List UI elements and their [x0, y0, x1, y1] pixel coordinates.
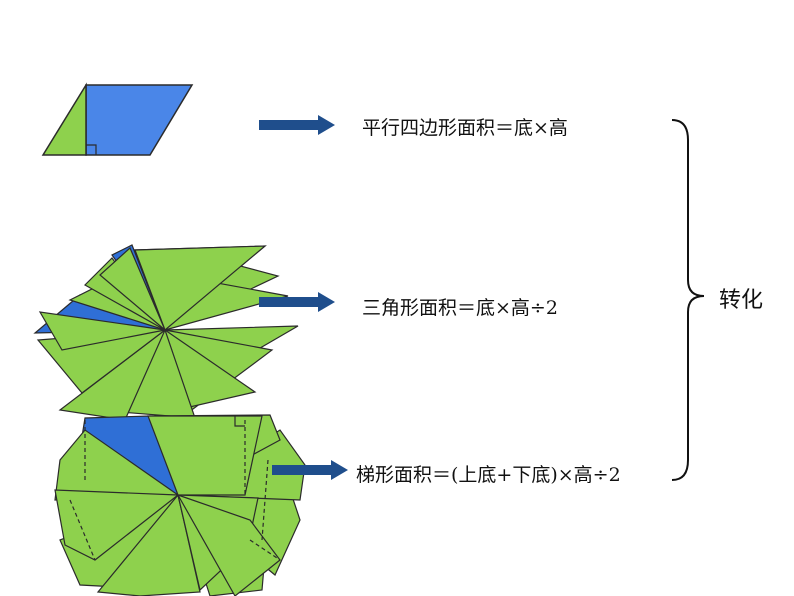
right-brace-icon — [671, 119, 705, 481]
triangle-rotated-10 — [38, 311, 166, 351]
parallelogram-green-triangle — [41, 82, 87, 156]
triangle-area-formula: 三角形面积＝底×高÷2 — [362, 297, 558, 319]
trapezoid-rotated-8 — [54, 489, 180, 561]
parallelogram-blue-part — [85, 84, 194, 156]
right-angle-mark — [86, 144, 97, 155]
height-dashed-lines — [69, 420, 281, 561]
arrow-icon-parallelogram — [259, 115, 335, 135]
arrow-icon-trapezoid — [272, 460, 348, 480]
trapezoid-top — [147, 415, 263, 496]
trapezoid-right-angle-mark — [234, 416, 245, 427]
parallelogram-figure — [41, 82, 194, 156]
trapezoid-area-formula: 梯形面积＝(上底+下底)×高÷2 — [356, 464, 621, 486]
arrow-icon-triangle — [259, 292, 335, 312]
triangle-rotated-13 — [99, 246, 166, 331]
triangle-fan-figure — [33, 244, 299, 421]
triangle-top — [134, 245, 267, 332]
conclusion-label: 转化 — [719, 288, 764, 313]
arrows — [259, 115, 348, 480]
parallelogram-area-formula: 平行四边形面积＝底×高 — [362, 117, 568, 139]
trapezoid-fan-figure — [54, 414, 306, 596]
